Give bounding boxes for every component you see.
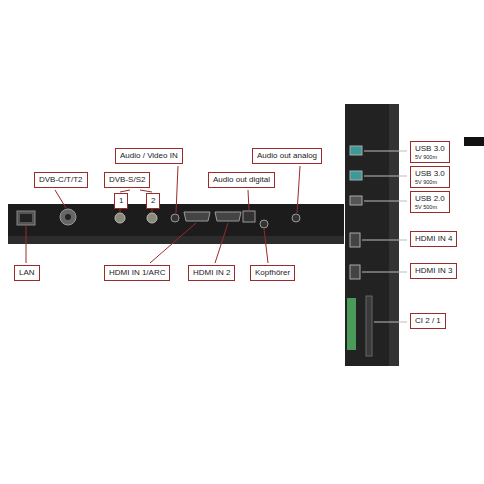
port-label: USB 3.0 bbox=[415, 144, 445, 154]
port-label-box: USB 3.05V 900m bbox=[410, 141, 450, 163]
leader-lines bbox=[362, 151, 407, 322]
coax-port bbox=[60, 209, 76, 225]
port-label-box: HDMI IN 2 bbox=[188, 265, 235, 281]
port-label-box: DVB-C/T/T2 bbox=[34, 172, 88, 188]
port-label-box: Audio / Video IN bbox=[115, 148, 183, 164]
hdmi-port bbox=[215, 212, 241, 221]
power-rating: 5V 900m bbox=[415, 154, 445, 160]
port-label-box: HDMI IN 4 bbox=[410, 231, 457, 247]
port-label-box: USB 3.05V 900m bbox=[410, 166, 450, 188]
port-label: Audio / Video IN bbox=[120, 151, 178, 161]
port-label: USB 2.0 bbox=[415, 194, 445, 204]
usb2-port bbox=[350, 196, 362, 205]
usb3-port bbox=[350, 146, 362, 155]
power-rating: 5V 900m bbox=[415, 179, 445, 185]
port-label: HDMI IN 4 bbox=[415, 234, 452, 244]
hdmi-port bbox=[350, 265, 360, 279]
port-label-box: Audio out analog bbox=[252, 148, 322, 164]
port-label: HDMI IN 3 bbox=[415, 266, 452, 276]
port-label: Kopfhörer bbox=[255, 268, 290, 278]
port-label-box: HDMI IN 1/ARC bbox=[104, 265, 170, 281]
av-jack bbox=[171, 214, 179, 222]
port-label: Audio out analog bbox=[257, 151, 317, 161]
port-label: HDMI IN 2 bbox=[193, 268, 230, 278]
power-rating: 5V 500m bbox=[415, 204, 445, 210]
leader-lines bbox=[26, 166, 300, 263]
coax-port-pin bbox=[65, 214, 71, 220]
lan-port bbox=[17, 211, 35, 225]
optical-port bbox=[243, 211, 255, 222]
port-label-box: Kopfhörer bbox=[250, 265, 295, 281]
port-label: DVB-C/T/T2 bbox=[39, 175, 83, 185]
port-label: CI 2 / 1 bbox=[415, 316, 441, 326]
sat-port bbox=[115, 213, 125, 223]
port-label: LAN bbox=[19, 268, 35, 278]
sat-port bbox=[147, 213, 157, 223]
tag bbox=[464, 137, 484, 146]
port-label-box: 2 bbox=[146, 193, 160, 209]
ci-slot-frame bbox=[366, 296, 372, 356]
analog-audio-jack bbox=[292, 214, 300, 222]
ci-slot bbox=[347, 298, 356, 350]
port-label: USB 3.0 bbox=[415, 169, 445, 179]
port-label-box: USB 2.05V 500m bbox=[410, 191, 450, 213]
port-label-box: DVB-S/S2 bbox=[104, 172, 150, 188]
port-label: HDMI IN 1/ARC bbox=[109, 268, 165, 278]
usb3-port bbox=[350, 171, 362, 180]
side-panel-edge bbox=[389, 104, 399, 366]
port-label-box: Audio out digital bbox=[208, 172, 275, 188]
port-label-box: CI 2 / 1 bbox=[410, 313, 446, 329]
lan-port-hole bbox=[20, 214, 32, 222]
port-label: Audio out digital bbox=[213, 175, 270, 185]
port-label-box: LAN bbox=[14, 265, 40, 281]
hdmi-port bbox=[184, 212, 210, 221]
port-label-box: HDMI IN 3 bbox=[410, 263, 457, 279]
hdmi-port bbox=[350, 233, 360, 247]
port-label: 1 bbox=[119, 196, 123, 206]
port-label-box: 1 bbox=[114, 193, 128, 209]
port-label: DVB-S/S2 bbox=[109, 175, 145, 185]
side-panel bbox=[345, 104, 399, 366]
port-label: 2 bbox=[151, 196, 155, 206]
headphone-jack bbox=[260, 220, 268, 228]
